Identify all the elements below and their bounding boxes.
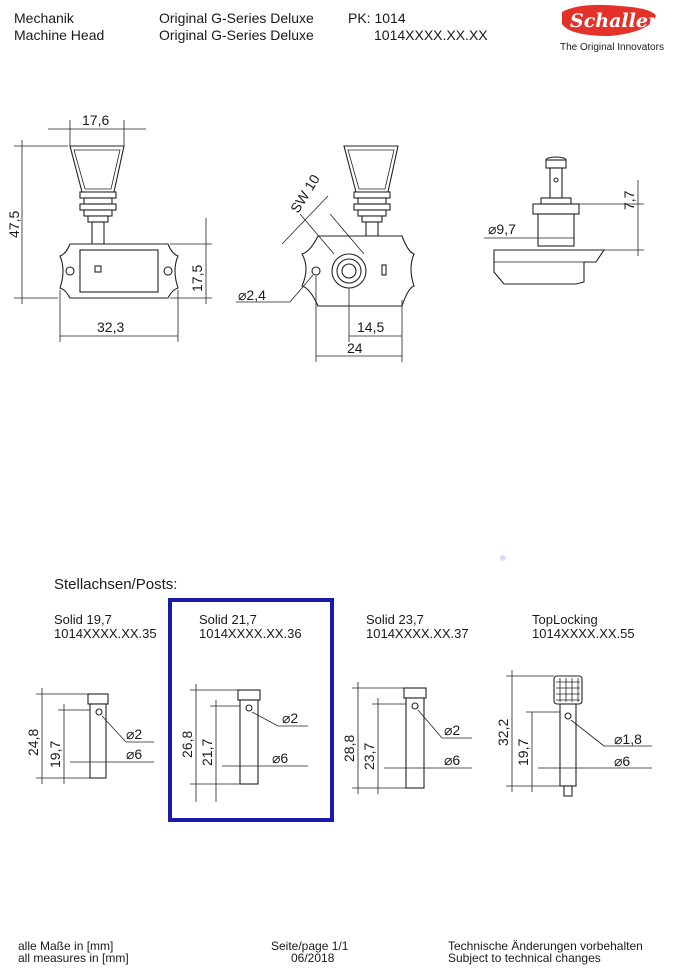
dim-wrench-size: SW 10 xyxy=(287,171,323,215)
back-view: SW 10 ⌀2,4 14,5 24 xyxy=(236,145,415,362)
post-4-code: 1014XXXX.XX.55 xyxy=(532,626,635,641)
dim-knob-width: 17,6 xyxy=(82,112,109,128)
post-3-height: 23,7 xyxy=(361,743,377,770)
dim-hole-diameter: ⌀2,4 xyxy=(238,287,266,303)
post-3: 28,8 23,7 ⌀2 ⌀6 xyxy=(341,682,472,794)
dim-plate-height: 17,5 xyxy=(189,265,205,292)
post-2-diameter: ⌀6 xyxy=(272,750,288,766)
post-2-name: Solid 21,7 xyxy=(199,612,257,627)
post-3-name: Solid 23,7 xyxy=(366,612,424,627)
post-2-hole: ⌀2 xyxy=(282,710,298,726)
post-2-total-height: 26,8 xyxy=(179,731,195,758)
product-name-de: Original G-Series Deluxe xyxy=(159,10,314,26)
dim-bushing-height: 7,7 xyxy=(621,190,637,210)
dim-total-height: 47,5 xyxy=(6,211,22,238)
selected-post-highlight xyxy=(168,598,334,822)
header-label-de: Mechanik xyxy=(14,10,74,26)
posts-section-title: Stellachsen/Posts: xyxy=(54,576,178,593)
side-view: ⌀9,7 7,7 xyxy=(484,156,644,285)
post-4-height: 19,7 xyxy=(515,739,531,766)
post-1-total-height: 24,8 xyxy=(25,729,41,756)
post-1-name: Solid 19,7 xyxy=(54,612,112,627)
post-1-height: 19,7 xyxy=(47,741,63,768)
post-3-hole: ⌀2 xyxy=(444,722,460,738)
post-4: 32,2 19,7 ⌀1,8 ⌀6 xyxy=(495,670,652,797)
post-3-total-height: 28,8 xyxy=(341,735,357,762)
dim-bushing-diameter: ⌀9,7 xyxy=(488,221,516,237)
post-4-total-height: 32,2 xyxy=(495,719,511,746)
dim-post-offset: 14,5 xyxy=(357,319,384,335)
footer-units-en: all measures in [mm] xyxy=(18,951,129,965)
post-1: 24,8 19,7 ⌀2 ⌀6 xyxy=(25,688,154,784)
article-number: 1014XXXX.XX.XX xyxy=(374,27,488,43)
dim-back-width: 24 xyxy=(347,340,363,356)
post-4-diameter: ⌀6 xyxy=(614,753,630,769)
post-4-name: TopLocking xyxy=(532,612,598,627)
post-3-code: 1014XXXX.XX.37 xyxy=(366,626,469,641)
post-3-diameter: ⌀6 xyxy=(444,752,460,768)
logo-tagline: The Original Innovators xyxy=(560,42,664,53)
header-label-en: Machine Head xyxy=(14,27,105,43)
post-2-code: 1014XXXX.XX.36 xyxy=(199,626,302,641)
footer-disclaimer-de: Technische Änderungen vorbehalten xyxy=(448,939,643,953)
schaller-logo: Schaller xyxy=(560,2,660,38)
logo-wordmark: Schaller xyxy=(570,10,658,32)
post-4-hole: ⌀1,8 xyxy=(614,731,642,747)
front-view: 17,6 47,5 17,5 32,3 xyxy=(6,112,212,342)
footer-page: Seite/page 1/1 xyxy=(271,939,349,953)
footer-date: 06/2018 xyxy=(291,951,335,965)
dim-plate-width: 32,3 xyxy=(97,319,124,335)
post-2-height: 21,7 xyxy=(199,739,215,766)
post-1-diameter: ⌀6 xyxy=(126,746,142,762)
post-1-code: 1014XXXX.XX.35 xyxy=(54,626,157,641)
footer-disclaimer-en: Subject to technical changes xyxy=(448,951,601,965)
post-2: 26,8 21,7 ⌀2 ⌀6 xyxy=(179,684,308,802)
product-name-en: Original G-Series Deluxe xyxy=(159,27,314,43)
pk-number: PK: 1014 xyxy=(348,10,406,26)
post-1-hole: ⌀2 xyxy=(126,726,142,742)
footer-units-de: alle Maße in [mm] xyxy=(18,939,114,953)
